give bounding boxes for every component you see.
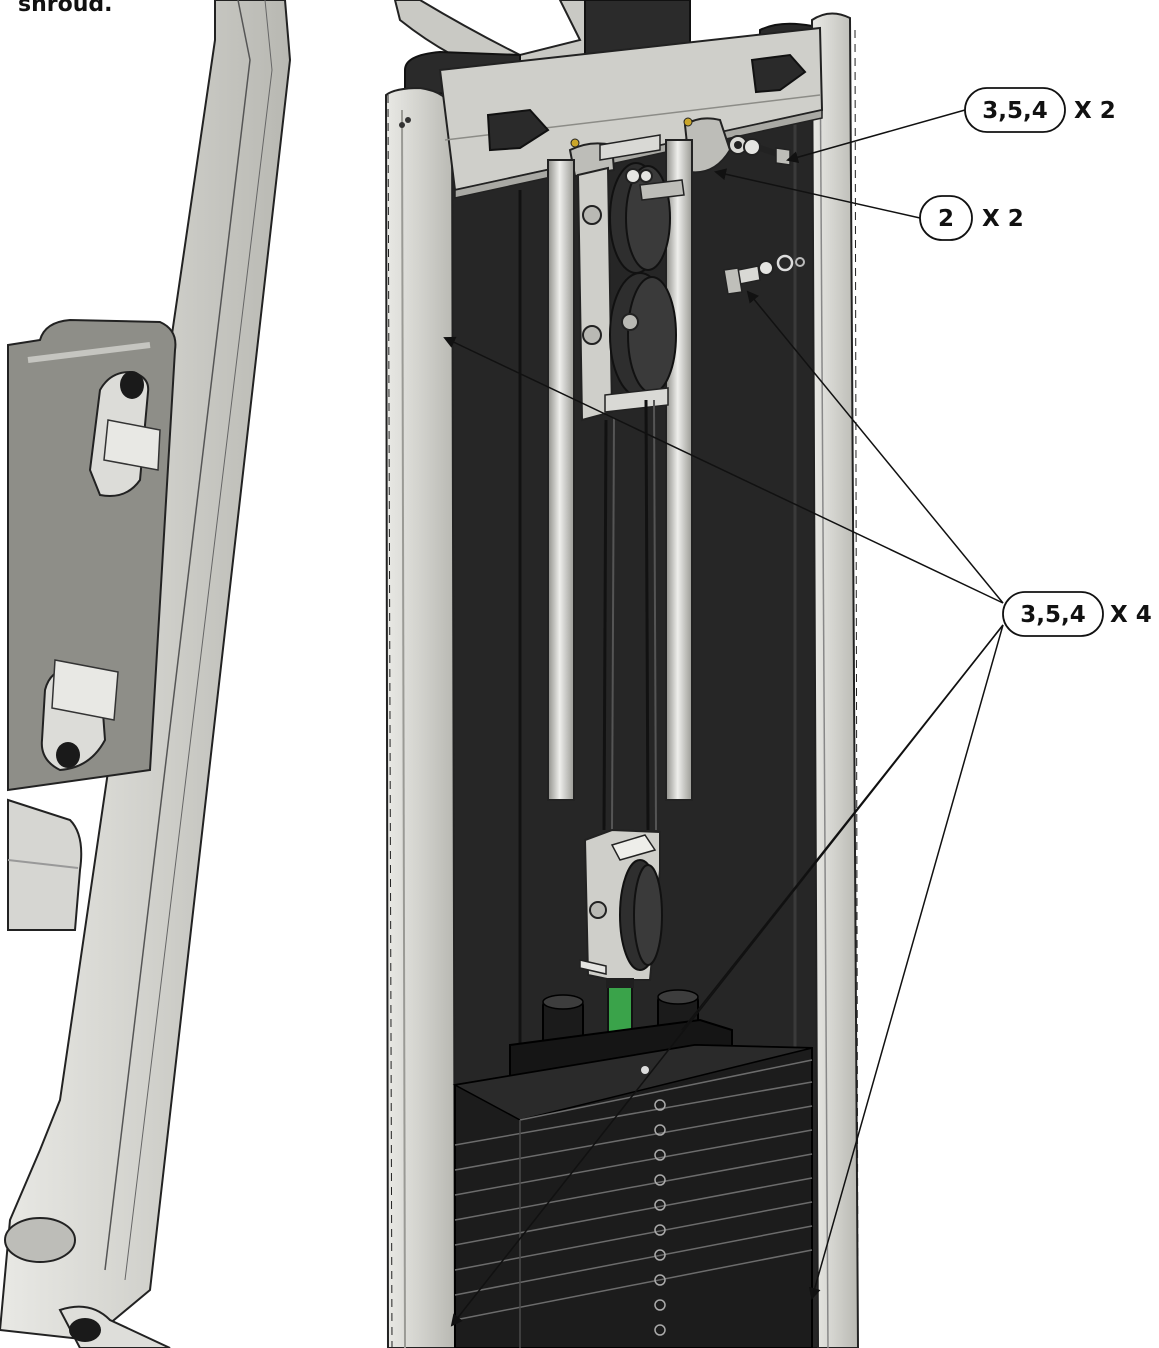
callout-c3-parts: 3,5,4: [1020, 602, 1086, 628]
callout-c1: 3,5,4 X 2: [964, 87, 1116, 133]
left-frame: [0, 0, 292, 1348]
leader-c3-a: [746, 290, 1004, 604]
left-upright: [384, 86, 457, 1348]
leader-lines: [443, 109, 1004, 1327]
callout-c1-parts: 3,5,4: [982, 98, 1048, 124]
callout-c3-qty: X 4: [1110, 602, 1152, 628]
header-fragment: shroud.: [18, 0, 113, 17]
callout-c1-qty: X 2: [1074, 98, 1116, 124]
top-pulley-bracket: [576, 166, 614, 422]
callout-c2: 2 X 2: [919, 195, 1024, 241]
leader-c3-d: [808, 624, 1004, 1300]
guide-rod-left: [547, 159, 575, 801]
leader-c3-b: [443, 336, 1004, 604]
guide-rod-right: [665, 139, 693, 801]
callout-c3: 3,5,4 X 4: [1002, 591, 1152, 637]
leader-c2: [714, 168, 921, 219]
callout-c2-qty: X 2: [982, 206, 1024, 232]
callout-c2-parts: 2: [938, 206, 954, 232]
right-upright: [810, 12, 860, 1348]
base-foot: [4, 1217, 76, 1263]
weight-tower: [384, 0, 860, 1348]
weight-stack: [452, 1043, 813, 1348]
leader-c3-e: [681, 624, 1004, 1031]
leader-c1: [786, 109, 966, 164]
